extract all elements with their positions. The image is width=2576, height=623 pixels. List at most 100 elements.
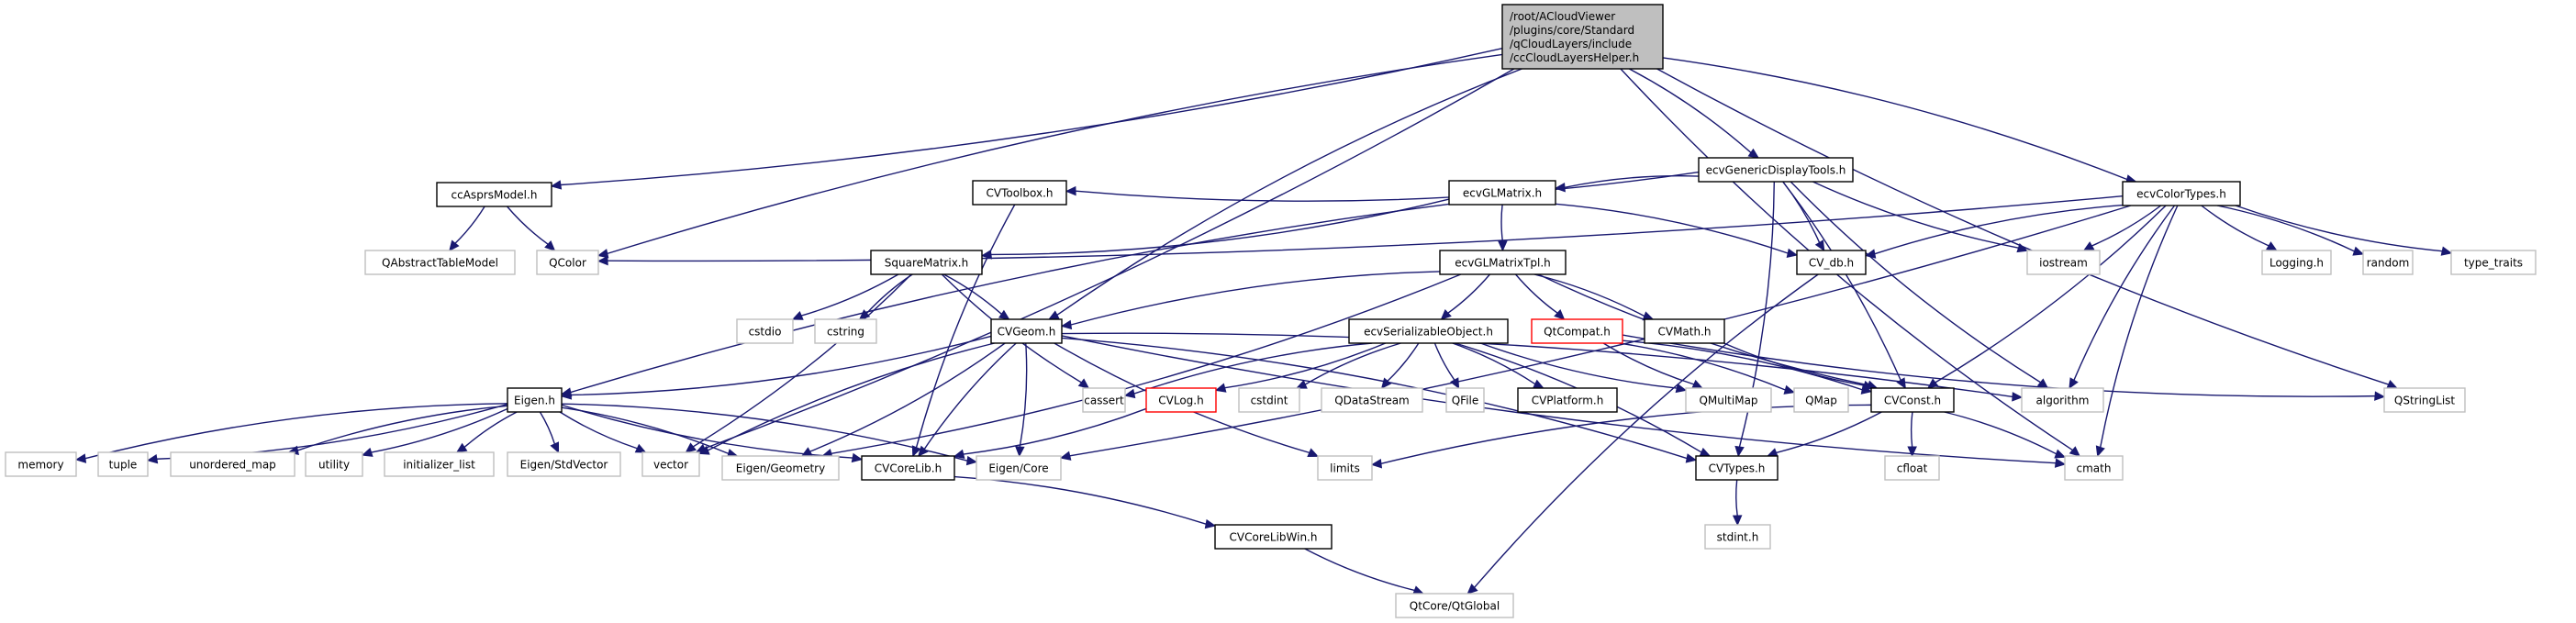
edge-ecvGenericDisplayTools-to-algorithm [1790, 181, 2041, 384]
node-box [814, 318, 877, 344]
edge-CVConst-to-CVTypes [1776, 411, 1882, 454]
edge-root-to-QStringList [1656, 68, 2389, 385]
node-label: ecvGLMatrixTpl.h [1455, 257, 1551, 270]
arrowhead-icon [791, 311, 804, 320]
edge-ecvColorTypes-to-random [2216, 205, 2355, 252]
edge-ecvGenericDisplayTools-to-CVConst [1782, 181, 1901, 381]
arrowhead-icon [1783, 384, 1796, 395]
edge-CV_db-to-QtGlobal [1474, 273, 1819, 588]
arrowhead-icon [1466, 584, 1478, 595]
node-QtGlobal: QtCore/QtGlobal [1395, 593, 1514, 618]
node-CVPlatform[interactable]: CVPlatform.h [1517, 387, 1618, 413]
node-label: ecvGLMatrix.h [1463, 187, 1542, 200]
node-CVCoreLibWin[interactable]: CVCoreLibWin.h [1214, 524, 1333, 550]
node-label: CVCoreLib.h [875, 462, 942, 475]
edge-ecvSerializableObject-to-CVPlatform [1452, 342, 1536, 385]
node-ecvColorTypes[interactable]: ecvColorTypes.h [2122, 181, 2241, 206]
node-label: algorithm [2036, 395, 2090, 407]
root-file-node[interactable]: /root/ACloudViewer/plugins/core/Standard… [1501, 4, 1664, 70]
node-box [1321, 387, 1423, 413]
node-stdint: stdint.h [1704, 524, 1771, 550]
node-CVConst[interactable]: CVConst.h [1870, 387, 1955, 413]
node-box [1870, 387, 1955, 413]
node-ecvGLMatrix[interactable]: ecvGLMatrix.h [1448, 180, 1556, 206]
node-label: SquareMatrix.h [885, 257, 968, 270]
arrowhead-icon [1814, 239, 1825, 252]
node-QMultiMap: QMultiMap [1685, 387, 1772, 413]
node-iostream: iostream [2026, 250, 2101, 275]
arrowhead-icon [2440, 246, 2453, 256]
node-ecvSerializableObject[interactable]: ecvSerializableObject.h [1348, 318, 1509, 344]
node-label: cstdint [1251, 395, 1288, 407]
arrowhead-icon [2054, 458, 2067, 468]
arrowhead-icon [685, 442, 697, 453]
node-label: QtCore/QtGlobal [1410, 600, 1500, 613]
node-QStringList: QStringList [2383, 387, 2466, 413]
node-label: type_traits [2464, 257, 2523, 270]
edge-Eigen-to-CVCoreLib [561, 404, 853, 459]
arrowhead-icon [1015, 446, 1025, 458]
edge-ecvGLMatrix-to-Eigen [570, 203, 1450, 394]
arrowhead-icon [1699, 447, 1712, 457]
node-label: QFile [1452, 395, 1479, 407]
arrowhead-icon [965, 455, 978, 466]
node-box [1796, 250, 1867, 275]
node-box [2362, 250, 2414, 275]
node-CVCoreLib[interactable]: CVCoreLib.h [861, 455, 955, 481]
node-label: CVPlatform.h [1532, 395, 1604, 407]
node-box [536, 250, 599, 275]
arrowhead-icon [1123, 388, 1136, 399]
arrowhead-icon [1554, 308, 1566, 320]
edge-ecvGenericDisplayTools-to-CV_db [1782, 181, 1821, 243]
arrowhead-icon [1786, 248, 1799, 259]
edge-ecvColorTypes-to-iostream [2091, 205, 2162, 247]
arrowhead-icon [1685, 453, 1698, 463]
node-label: ccAsprsModel.h [452, 189, 538, 202]
node-Eigen[interactable]: Eigen.h [507, 387, 563, 413]
arrowhead-icon [2374, 391, 2386, 401]
arrowhead-icon [1675, 383, 1688, 394]
node-QtCompat[interactable]: QtCompat.h [1531, 318, 1623, 344]
arrowhead-icon [1907, 446, 1917, 458]
node-CV_db[interactable]: CV_db.h [1796, 250, 1867, 275]
node-label: CVLog.h [1158, 395, 1203, 407]
node-box [1238, 387, 1300, 413]
node-label: CVTypes.h [1709, 462, 1766, 475]
edge-Eigen-to-memory [84, 403, 508, 460]
edge-Eigen-to-EigenCore [561, 403, 968, 462]
node-CVTypes[interactable]: CVTypes.h [1695, 455, 1779, 481]
node-CVLog[interactable]: CVLog.h [1145, 387, 1217, 413]
node-box [1214, 524, 1333, 550]
node-CVToolbox[interactable]: CVToolbox.h [972, 180, 1067, 206]
node-ecvGLMatrixTpl[interactable]: ecvGLMatrixTpl.h [1439, 250, 1567, 275]
edge-CVToolbox-to-CVCoreLib [915, 204, 1016, 448]
edge-ecvGenericDisplayTools-to-ecvGLMatrix [1564, 174, 1700, 188]
arrowhead-icon [1065, 185, 1076, 196]
node-label: utility [318, 459, 350, 472]
node-label: tuple [109, 459, 138, 472]
node-label: /qCloudLayers/include [1510, 38, 1632, 50]
node-ecvGenericDisplayTools[interactable]: ecvGenericDisplayTools.h [1698, 157, 1854, 183]
node-box [1531, 318, 1623, 344]
node-ccAsprsModel[interactable]: ccAsprsModel.h [436, 182, 552, 207]
edge-ecvGenericDisplayTools-to-CVTypes [1738, 181, 1775, 448]
node-label: QStringList [2394, 395, 2456, 407]
node-box [861, 455, 955, 481]
edge-ecvSerializableObject-to-cstdint [1304, 342, 1401, 385]
nodes-layer: /root/ACloudViewer/plugins/core/Standard… [5, 4, 2537, 618]
node-CVGeom[interactable]: CVGeom.h [990, 318, 1063, 344]
node-box [2383, 387, 2466, 413]
edge-root-to-QColor [607, 53, 1503, 255]
edge-ecvColorTypes-to-CVConst [1935, 205, 2167, 384]
node-label: CVConst.h [1884, 395, 1941, 407]
node-box [972, 180, 1067, 206]
arrowhead-icon [2095, 445, 2105, 458]
edge-ecvSerializableObject-to-QDataStream [1387, 342, 1420, 382]
edge-CVGeom-to-algorithm [1061, 332, 2013, 398]
node-CVMath[interactable]: CVMath.h [1644, 318, 1725, 344]
node-cfloat: cfloat [1884, 455, 1940, 481]
node-box [1082, 387, 1126, 413]
node-SquareMatrix[interactable]: SquareMatrix.h [870, 250, 983, 275]
arrowhead-icon [1204, 518, 1217, 529]
arrowhead-icon [1060, 319, 1073, 330]
